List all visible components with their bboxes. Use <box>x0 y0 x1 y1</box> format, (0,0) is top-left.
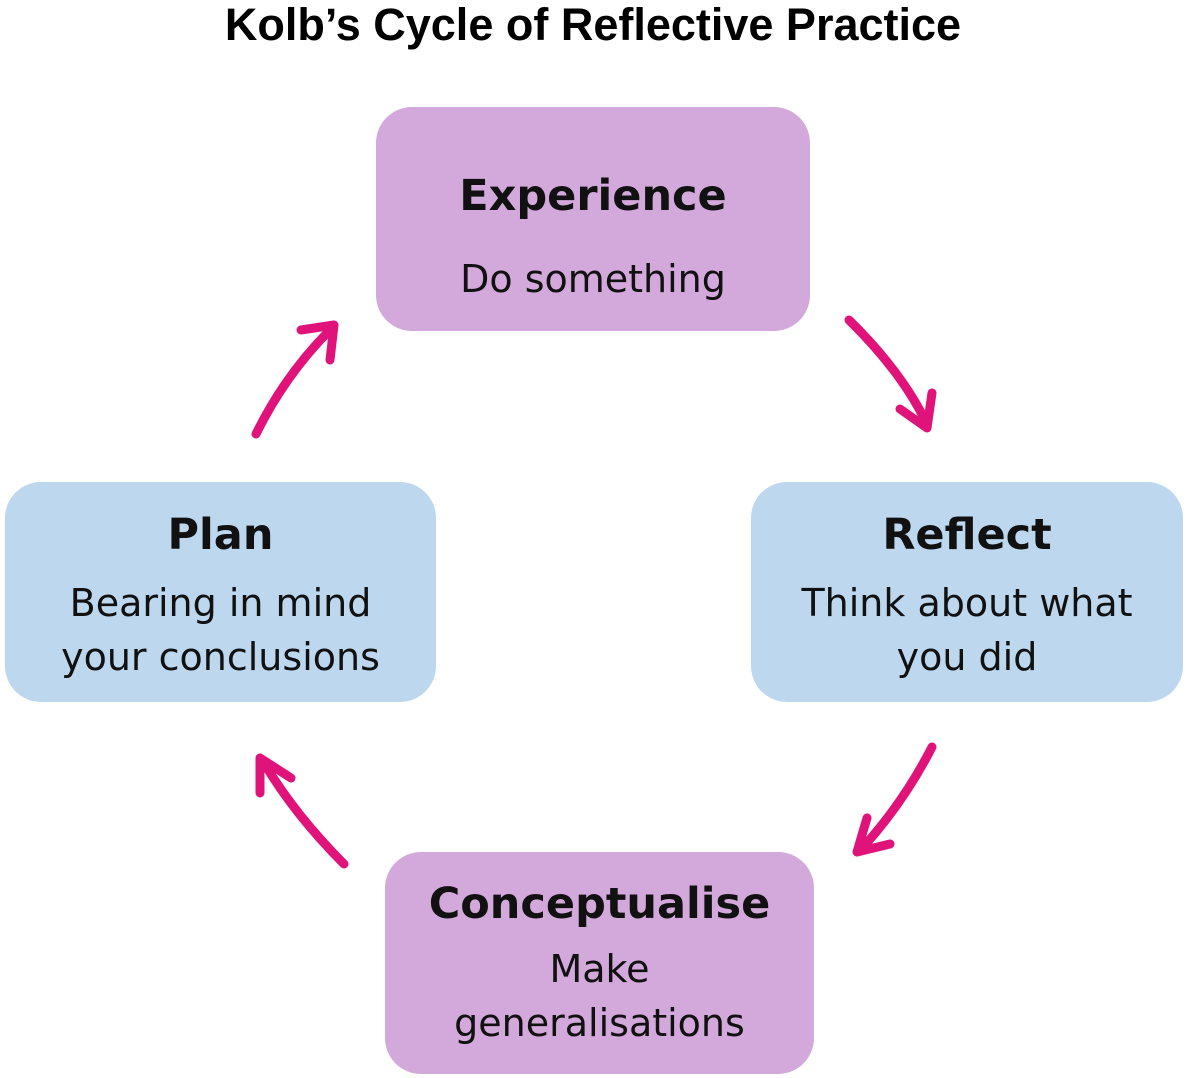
stage-plan: Plan Bearing in mind your conclusions <box>5 482 436 702</box>
stage-conceptualise: Conceptualise Make generalisations <box>385 852 814 1074</box>
stage-conceptualise-heading: Conceptualise <box>428 879 771 929</box>
arrow-conceptualise-to-plan <box>255 753 349 869</box>
stage-reflect: Reflect Think about what you did <box>751 482 1183 702</box>
arrow-reflect-to-conceptualise <box>852 742 937 857</box>
stage-conceptualise-text: Make generalisations <box>454 947 745 1045</box>
stage-reflect-heading: Reflect <box>882 510 1052 560</box>
stage-experience-text: Do something <box>460 257 726 301</box>
arrow-plan-to-experience <box>251 320 339 439</box>
diagram-title: Kolb’s Cycle of Reflective Practice <box>224 0 962 50</box>
stage-reflect-text: Think about what you did <box>801 581 1133 679</box>
stage-experience: Experience Do something <box>376 107 810 331</box>
stage-experience-heading: Experience <box>459 171 727 221</box>
stage-plan-heading: Plan <box>167 510 274 560</box>
arrow-experience-to-reflect <box>844 315 937 433</box>
stage-plan-text: Bearing in mind your conclusions <box>61 581 380 679</box>
